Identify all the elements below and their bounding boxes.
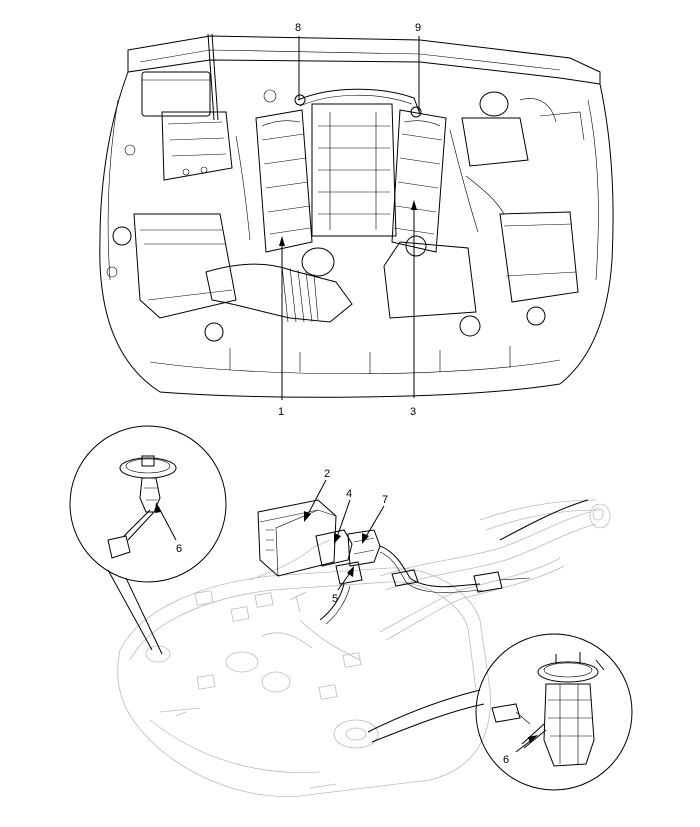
fuel-pump-detail-right (367, 633, 633, 791)
leader-7 (363, 505, 385, 541)
engine-bay-illustration (99, 33, 614, 398)
callout-7: 7 (382, 494, 388, 506)
leader-6a (157, 505, 177, 541)
arrow-5 (347, 566, 354, 577)
callout-6b: 6 (503, 754, 509, 766)
arrow-4 (334, 533, 341, 544)
callout-5: 5 (332, 593, 338, 605)
filler-neck-illustration (379, 499, 611, 591)
arrow-2 (304, 511, 311, 522)
arrow-6a (155, 502, 161, 513)
callout-3: 3 (410, 406, 416, 418)
callout-4: 4 (346, 488, 352, 500)
arrow-3 (411, 200, 417, 210)
arrow-1 (279, 236, 285, 246)
callout-8: 8 (295, 22, 301, 34)
leader-4 (335, 499, 351, 541)
fuel-tank-illustration (117, 539, 565, 797)
callout-1: 1 (278, 406, 284, 418)
arrow-6b (528, 735, 538, 743)
leader-2 (305, 479, 327, 519)
callout-2: 2 (324, 468, 330, 480)
fuel-sender-detail-left (69, 425, 227, 655)
callout-6a: 6 (176, 543, 182, 555)
arrow-7 (362, 533, 369, 544)
callout-9: 9 (415, 22, 421, 34)
canister-assembly-illustration (257, 499, 589, 625)
